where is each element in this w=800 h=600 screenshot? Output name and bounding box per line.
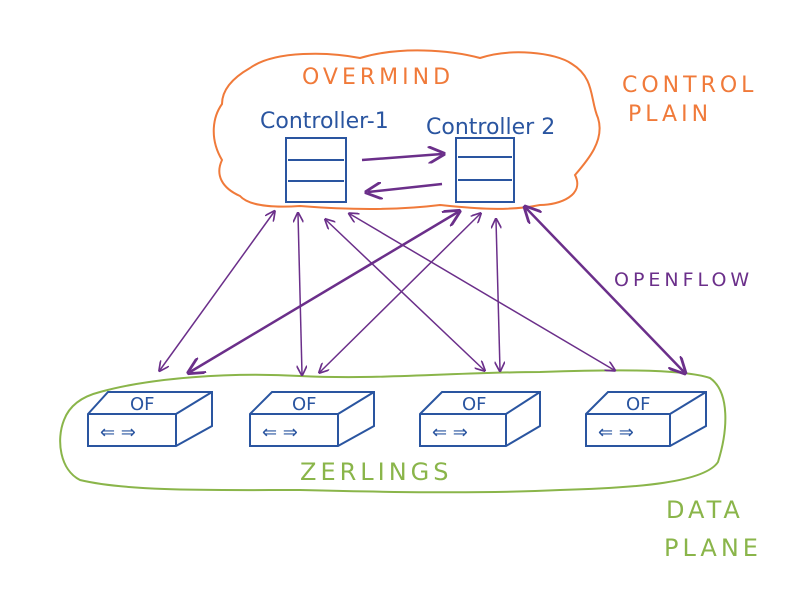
switch-4-label: OF xyxy=(626,394,651,415)
link-c2-s3 xyxy=(496,220,500,370)
control-plane-label-line2: PLAIN xyxy=(628,102,712,127)
switch-3-label: OF xyxy=(462,394,487,415)
control-plane-label-line1: CONTROL xyxy=(622,73,757,98)
switch-2-symbol: ⇐ ⇒ xyxy=(262,422,298,443)
switch-1-label: OF xyxy=(130,394,155,415)
data-plane-label-line1: DATA xyxy=(666,496,744,524)
data-plane-label-line2: PLANE xyxy=(664,534,762,562)
switch-4-symbol: ⇐ ⇒ xyxy=(598,422,634,443)
controller-1-label: Controller-1 xyxy=(260,109,389,134)
openflow-links xyxy=(160,208,684,374)
link-c2-s2 xyxy=(320,214,480,372)
link-c1-s2 xyxy=(298,214,302,374)
link-c1-s4 xyxy=(350,214,614,370)
switch-3-symbol: ⇐ ⇒ xyxy=(432,422,468,443)
link-c2-s4 xyxy=(526,208,684,372)
openflow-switch-2: OF ⇐ ⇒ xyxy=(249,391,375,447)
openflow-label: OPENFLOW xyxy=(614,269,753,291)
link-c1-s1 xyxy=(160,212,274,370)
controller-link-right xyxy=(361,154,442,160)
controller-link-left xyxy=(368,184,443,192)
controller-1-server-icon xyxy=(285,137,347,203)
link-c2-s1 xyxy=(190,212,458,372)
controller-2-label: Controller 2 xyxy=(426,115,555,140)
openflow-switch-4: OF ⇐ ⇒ xyxy=(585,391,707,447)
data-plane-enclosure xyxy=(59,369,727,494)
zerlings-label: ZERLINGS xyxy=(300,458,453,486)
controller-2-server-icon xyxy=(455,137,515,203)
switch-1-symbol: ⇐ ⇒ xyxy=(100,422,136,443)
switch-2-label: OF xyxy=(292,394,317,415)
openflow-switch-1: OF ⇐ ⇒ xyxy=(87,391,213,447)
overmind-label: OVERMIND xyxy=(302,65,454,90)
openflow-switch-3: OF ⇐ ⇒ xyxy=(419,391,541,447)
